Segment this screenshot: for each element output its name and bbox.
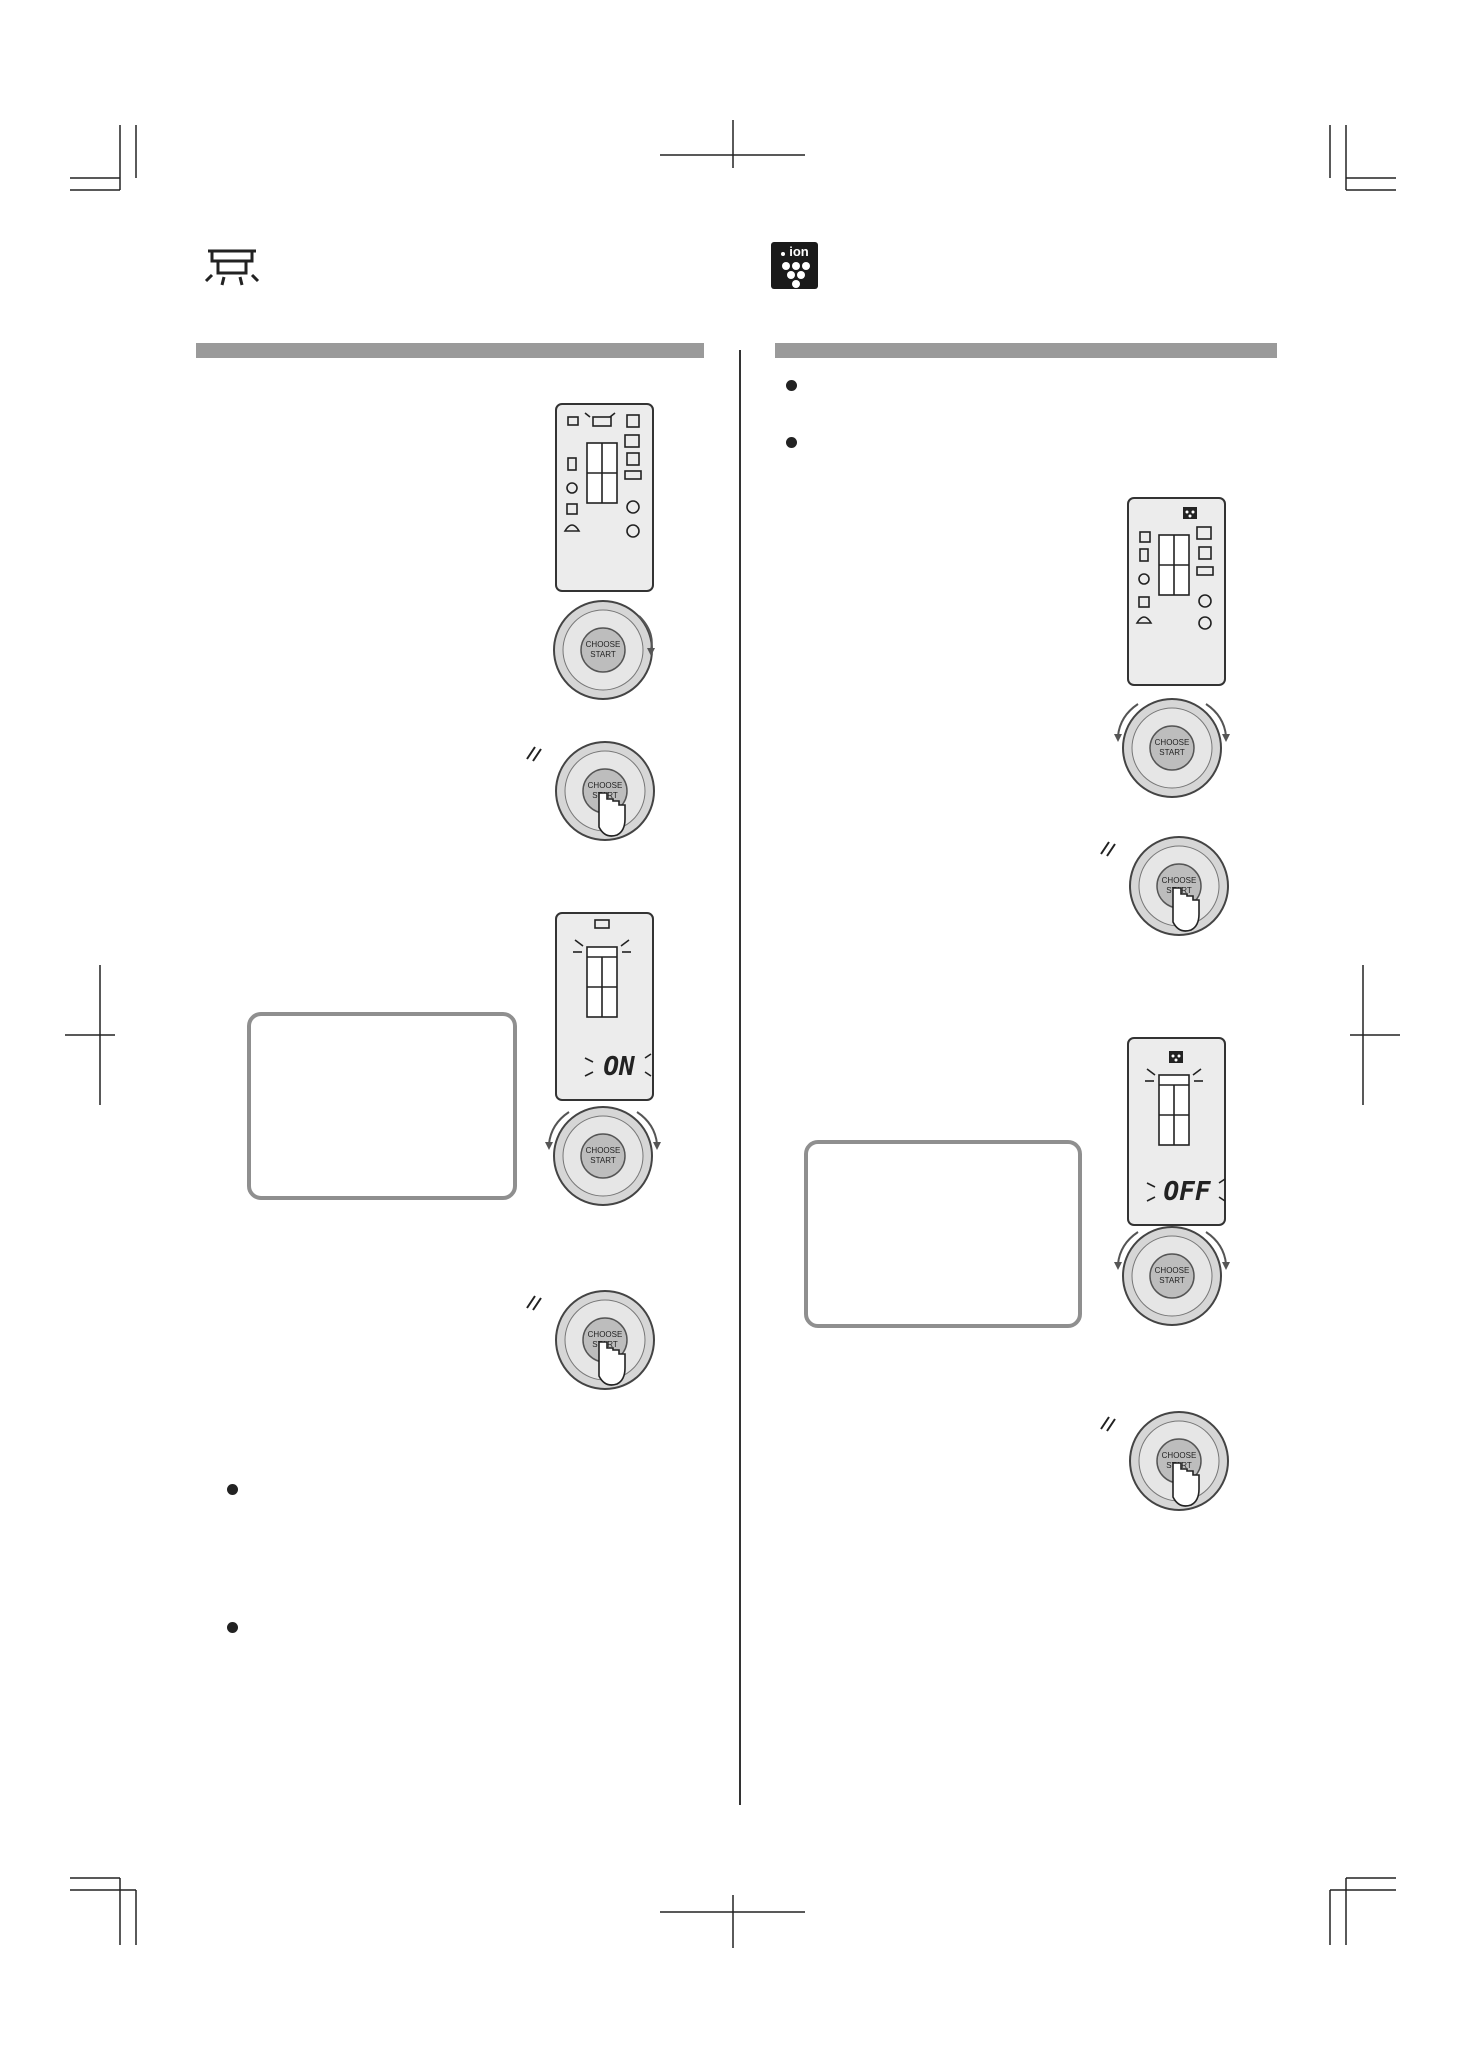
- choose-start-dial-press-2[interactable]: CHOOSE START: [521, 1284, 661, 1404]
- note-box-right: [804, 1140, 1082, 1328]
- dial-7-start-label: START: [1159, 1276, 1185, 1285]
- bullet-right-2: [786, 437, 797, 448]
- pressing-hand-icon: [598, 1341, 626, 1386]
- choose-start-dial-press-1[interactable]: CHOOSE START: [521, 735, 661, 855]
- dial-8-choose-label: CHOOSE: [1162, 1451, 1197, 1460]
- interior-light-icon: [204, 249, 260, 286]
- choose-start-dial-3[interactable]: CHOOSE START: [1110, 690, 1240, 810]
- control-panel-display: [555, 403, 654, 592]
- ion-badge-label: ion: [789, 244, 809, 259]
- pressing-hand-icon: [598, 792, 626, 837]
- choose-start-dial-1[interactable]: CHOOSE START: [551, 598, 661, 708]
- dial-1-choose-label: CHOOSE: [586, 640, 621, 649]
- note-box-left: [247, 1012, 517, 1200]
- light-setting-display: ON: [555, 912, 654, 1101]
- dial-1-start-label: START: [590, 650, 616, 659]
- ion-setting-display: OFF: [1127, 1037, 1226, 1226]
- choose-start-dial-4[interactable]: CHOOSE START: [1110, 1218, 1240, 1338]
- column-divider: [739, 350, 741, 1805]
- choose-start-dial-2[interactable]: CHOOSE START: [541, 1098, 671, 1218]
- dial-3-choose-label: CHOOSE: [586, 1146, 621, 1155]
- pressing-hand-icon: [1172, 887, 1200, 932]
- bullet-right-1: [786, 380, 797, 391]
- bullet-left-1: [227, 1484, 238, 1495]
- section-bar-right: [775, 343, 1277, 358]
- control-panel-display-right: [1127, 497, 1226, 686]
- ion-icon: ion: [771, 242, 818, 289]
- dial-3-start-label: START: [590, 1156, 616, 1165]
- dial-7-choose-label: CHOOSE: [1155, 1266, 1190, 1275]
- dial-2-choose-label: CHOOSE: [588, 781, 623, 790]
- section-bar-left: [196, 343, 704, 358]
- light-display-value: ON: [603, 1052, 635, 1082]
- choose-start-dial-press-4[interactable]: CHOOSE START: [1095, 1405, 1235, 1525]
- bullet-left-2: [227, 1622, 238, 1633]
- ion-display-value: OFF: [1164, 1177, 1212, 1207]
- dial-5-choose-label: CHOOSE: [1155, 738, 1190, 747]
- dial-4-choose-label: CHOOSE: [588, 1330, 623, 1339]
- pressing-hand-icon: [1172, 1462, 1200, 1507]
- dial-6-choose-label: CHOOSE: [1162, 876, 1197, 885]
- dial-5-start-label: START: [1159, 748, 1185, 757]
- choose-start-dial-press-3[interactable]: CHOOSE START: [1095, 830, 1235, 950]
